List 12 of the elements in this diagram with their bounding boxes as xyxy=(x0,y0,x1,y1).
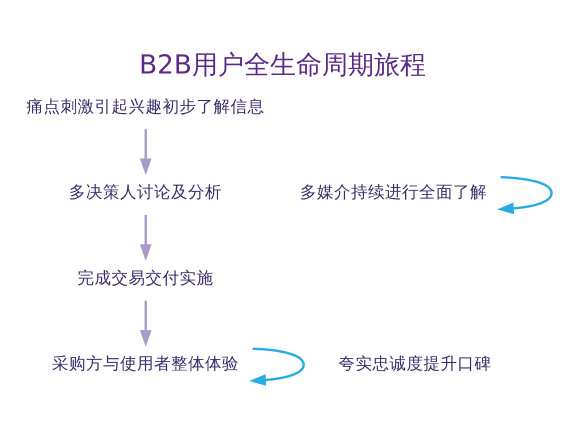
arrow xyxy=(497,176,553,214)
node-text: 采购方与使用者整体体验 xyxy=(52,354,240,373)
node-text: 多决策人讨论及分析 xyxy=(69,182,222,202)
arrow xyxy=(249,347,305,386)
arrow xyxy=(140,300,152,346)
diagram-title: B2B用户全生命周期旅程 xyxy=(139,50,426,80)
arrow xyxy=(140,214,152,260)
node-text: 夸实忠诚度提升口碑 xyxy=(338,354,492,373)
arrow xyxy=(140,128,152,175)
node-text: 完成交易交付实施 xyxy=(78,268,214,287)
node-text: 痛点刺激引起兴趣初步了解信息 xyxy=(26,96,265,116)
node-text: 多媒介持续进行全面了解 xyxy=(300,182,488,202)
